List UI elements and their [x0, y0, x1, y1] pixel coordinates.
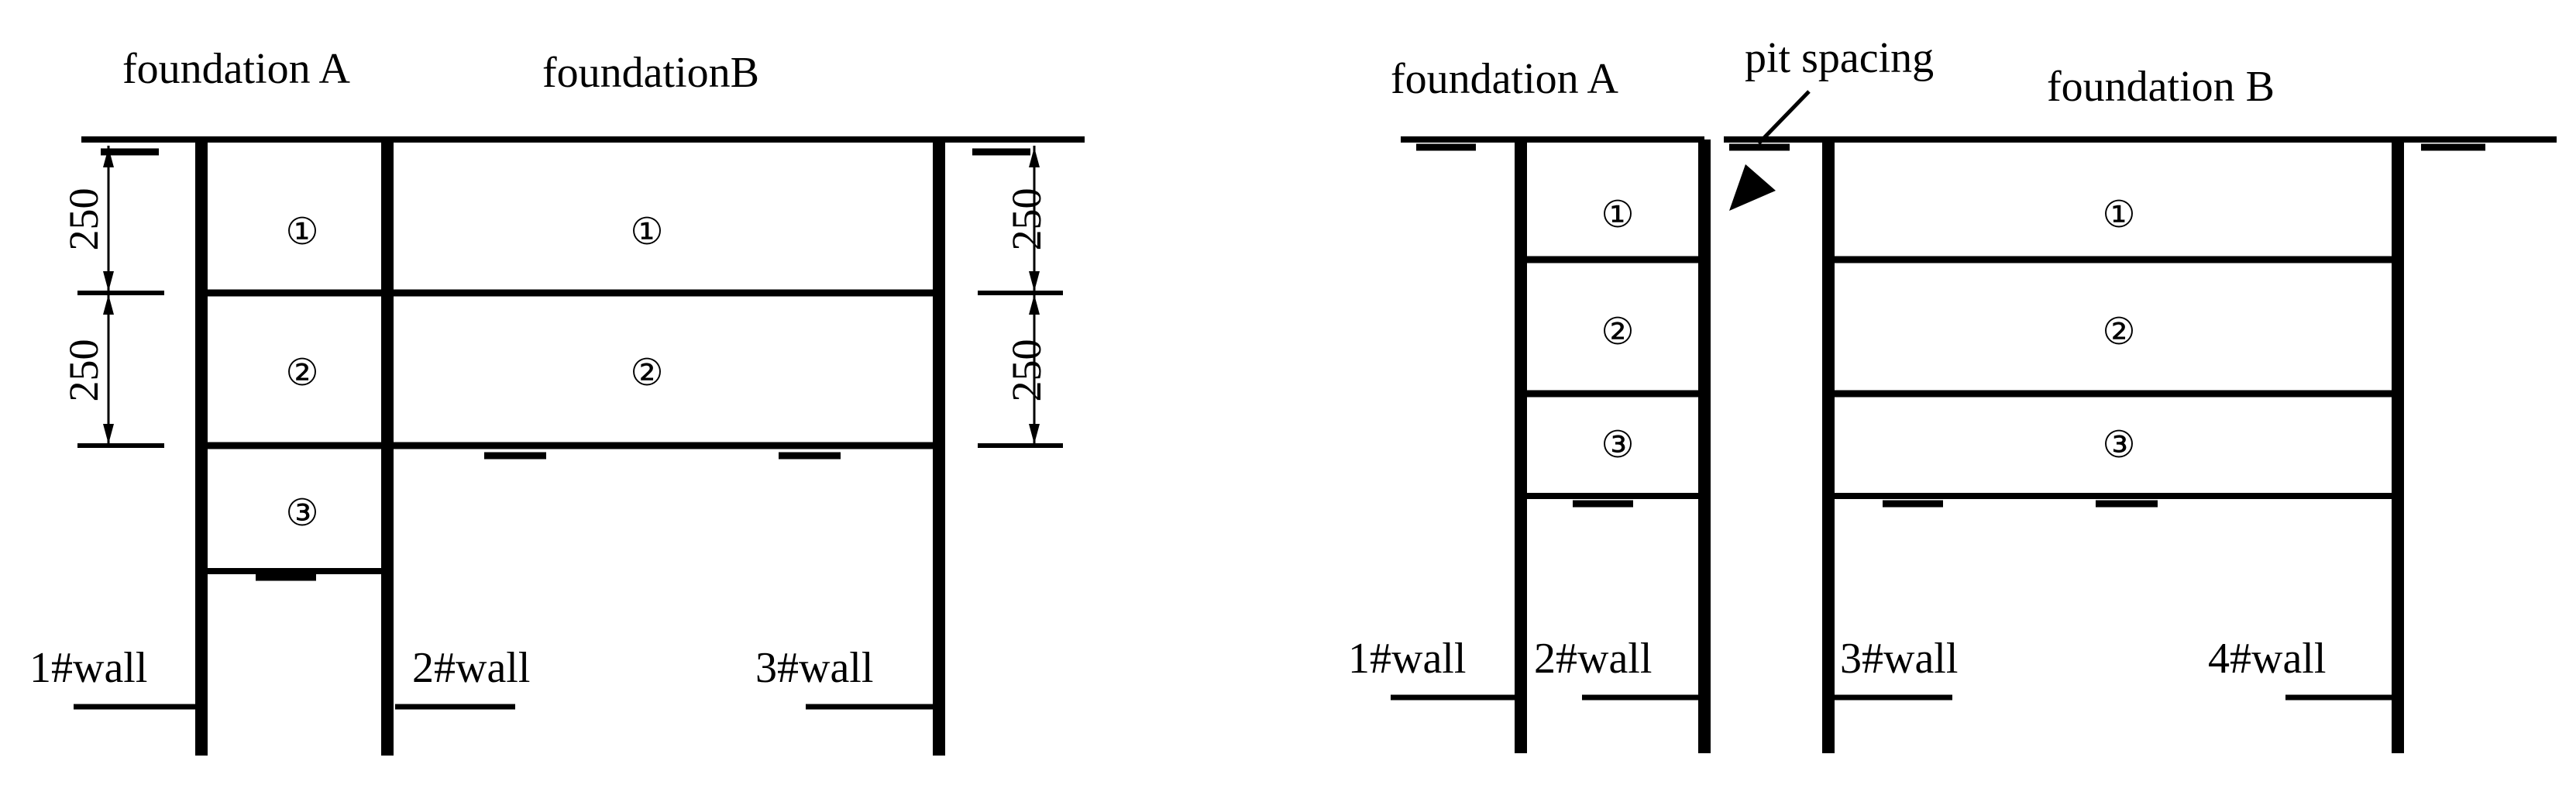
pit-a-layer-3: ③ [285, 491, 318, 535]
pit-b-layer-2: ② [630, 351, 663, 394]
wall-1-label: 1#wall [29, 644, 147, 692]
pit-a-layer-2: ② [285, 351, 318, 394]
dimension-label-right-upper: 250 [1003, 188, 1050, 251]
pit-b-layer-3: ③ [2102, 423, 2135, 467]
left-diagram: 250 250 250 250 foundation A foundationB… [29, 45, 1085, 756]
pit-b-layer-1: ① [2102, 193, 2135, 236]
pit-a-layer-3: ③ [1601, 423, 1634, 467]
pit-b-layer-2: ② [2102, 310, 2135, 353]
pit-a-layer-2: ② [1601, 310, 1634, 353]
foundation-b-label: foundationB [542, 49, 759, 97]
pit-b-layer-1: ① [630, 210, 663, 253]
wall-2-label: 2#wall [1534, 635, 1652, 683]
dimension-right [978, 146, 1063, 448]
foundation-a-label: foundation A [122, 45, 351, 93]
pit-spacing-arrow [1729, 90, 1811, 211]
wall-4-label: 4#wall [2208, 635, 2326, 683]
foundation-b-label: foundation B [2047, 63, 2275, 111]
pit-spacing-label: pit spacing [1745, 34, 1934, 82]
dimension-label-left-lower: 250 [60, 339, 107, 402]
pit-a-layer-1: ① [1601, 193, 1634, 236]
dimension-label-right-lower: 250 [1003, 339, 1050, 402]
pit-a-layer-1: ① [285, 210, 318, 253]
dimension-label-left-upper: 250 [60, 188, 107, 251]
foundation-a-label: foundation A [1391, 55, 1619, 103]
wall-3-label: 3#wall [1840, 635, 1958, 683]
dimension-left [77, 146, 164, 448]
wall-1-label: 1#wall [1348, 635, 1466, 683]
wall-3-label: 3#wall [755, 644, 873, 692]
right-diagram: foundation A pit spacing foundation B 1#… [1348, 34, 2557, 753]
wall-2-label: 2#wall [412, 644, 530, 692]
